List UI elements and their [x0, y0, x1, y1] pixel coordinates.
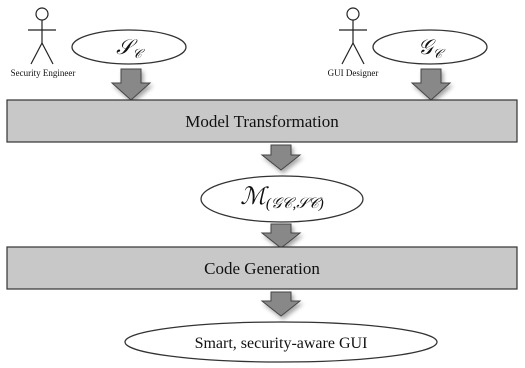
combined-model-ellipse [200, 175, 364, 223]
output-gui-label: Smart, security-aware GUI [195, 335, 368, 352]
gui-model-input: 𝒢𝒞 [372, 29, 488, 65]
security-engineer-actor: Security Engineer [11, 7, 76, 78]
down-arrow-icon [410, 68, 452, 101]
security-model-ellipse [71, 29, 187, 65]
model-transformation-step: Model Transformation [6, 99, 518, 143]
model-transformation-label: Model Transformation [185, 112, 339, 131]
down-arrow-icon [260, 144, 302, 171]
output-gui: Smart, security-aware GUI [124, 321, 438, 363]
gui-model-symbol: 𝒢 [418, 35, 436, 59]
code-generation-band [6, 246, 518, 290]
stick-figure-icon [339, 7, 367, 65]
security-model-input: 𝒮𝒞 [71, 29, 187, 65]
down-arrow-icon [110, 68, 152, 101]
output-gui-ellipse [124, 321, 438, 363]
code-generation-label: Code Generation [204, 259, 320, 278]
down-arrow-icon [260, 223, 302, 249]
combined-model-label: ℳ(𝒢𝒞,𝒮𝒞) [240, 184, 324, 212]
combined-model-symbol: ℳ [240, 184, 269, 210]
combined-model: ℳ(𝒢𝒞,𝒮𝒞) [200, 175, 364, 223]
down-arrow-icon [260, 291, 302, 317]
stick-figure-icon [28, 7, 56, 65]
gui-model-ellipse [372, 29, 488, 65]
gui-designer-label: GUI Designer [328, 68, 379, 78]
security-engineer-label: Security Engineer [11, 68, 76, 78]
code-generation-step: Code Generation [6, 246, 518, 290]
gui-designer-actor: GUI Designer [328, 7, 379, 78]
combined-model-subscript: (𝒢𝒞,𝒮𝒞) [266, 196, 324, 212]
model-transformation-band [6, 99, 518, 143]
